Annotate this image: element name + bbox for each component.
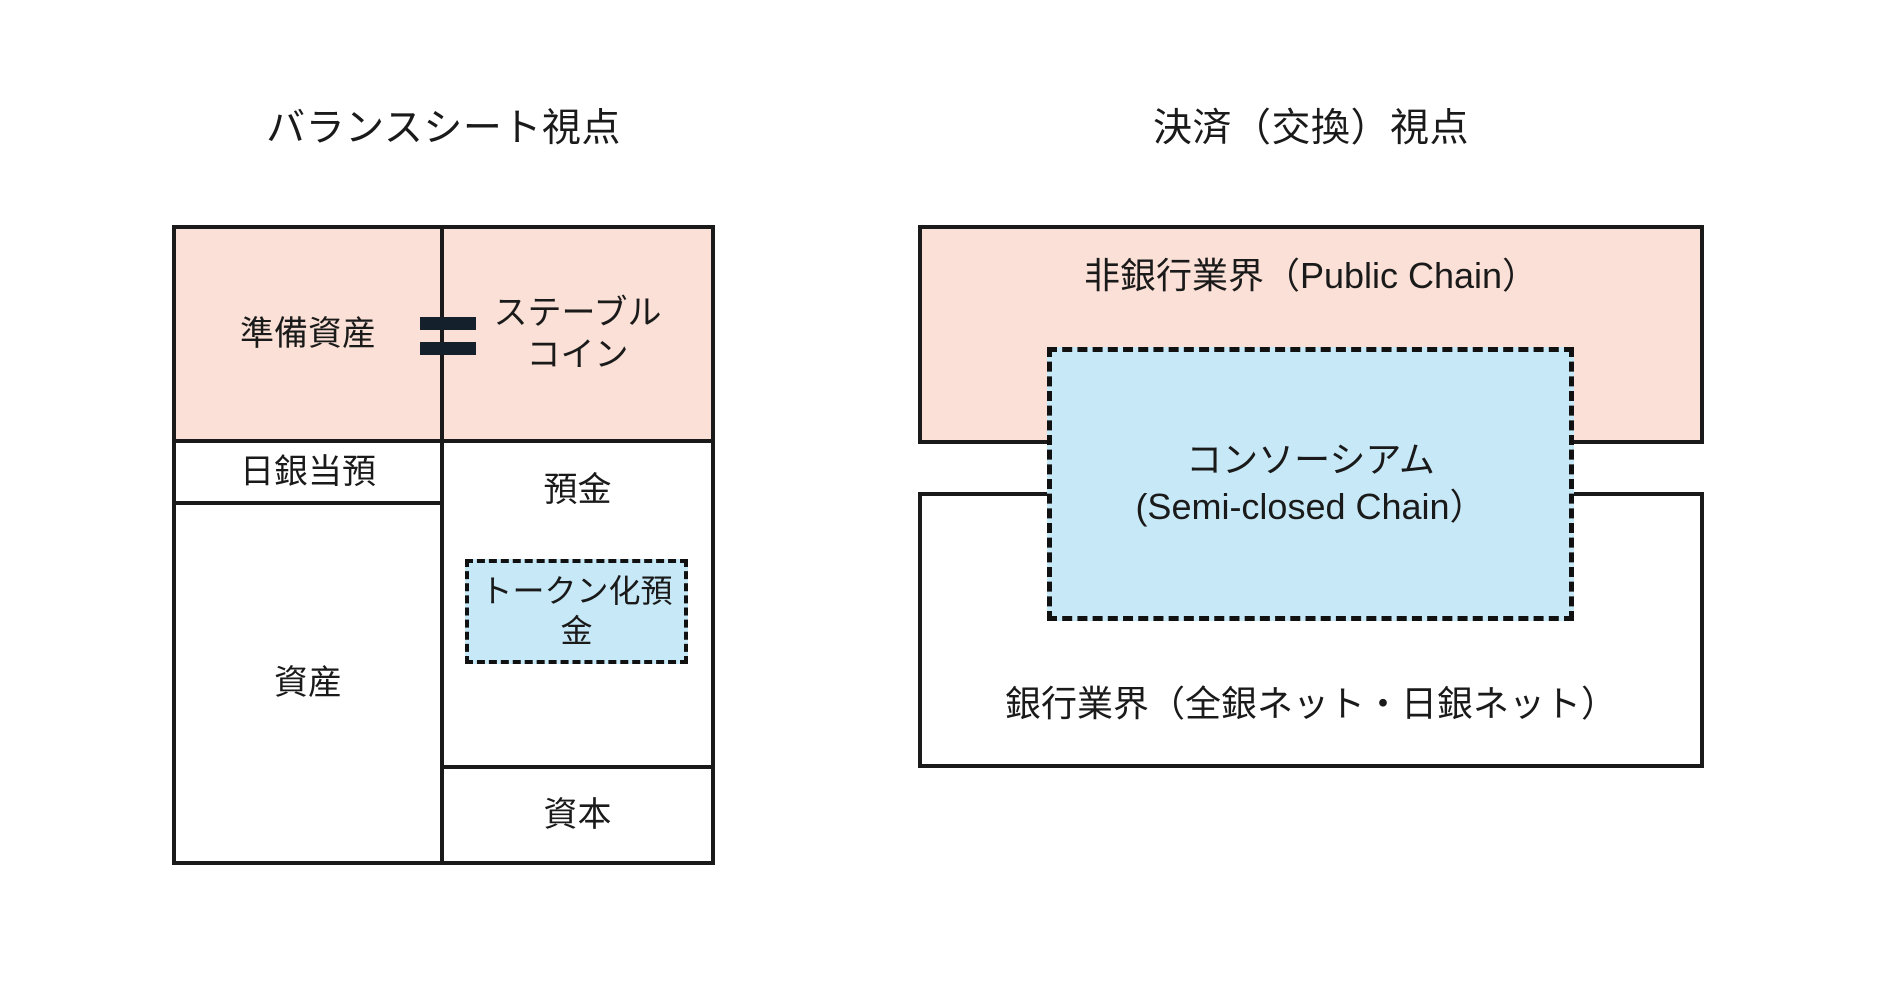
cell-boj-current-deposit-label: 日銀当預 (240, 452, 376, 491)
consortium-label-line2: (Semi-closed Chain） (1135, 486, 1486, 527)
bank-industry-label: 銀行業界（全銀ネット・日銀ネット） (1004, 683, 1617, 724)
cell-capital: 資本 (444, 769, 711, 861)
cell-reserve-assets-label: 準備資産 (240, 314, 376, 353)
cell-stablecoin-label-line2: コイン (526, 336, 629, 374)
nonbank-industry-label: 非銀行業界（Public Chain） (1083, 255, 1539, 296)
balance-sheet-table: 準備資産 ステーブル コイン 日銀当預 資産 預金 資本 トークン化預 金 (172, 225, 715, 865)
cell-assets-label: 資産 (274, 663, 342, 702)
cell-stablecoin-label: ステーブル コイン (494, 292, 662, 377)
equals-sign-icon (420, 317, 476, 355)
cell-stablecoin: ステーブル コイン (444, 229, 711, 443)
tokenized-deposit-label-line1: トークン化預 (480, 573, 673, 610)
cell-assets: 資産 (176, 505, 444, 861)
cell-deposit-label: 預金 (543, 471, 612, 509)
cell-reserve-assets: 準備資産 (176, 229, 444, 443)
equals-sign-bar-bottom (420, 342, 476, 355)
consortium-box: コンソーシアム (Semi-closed Chain） (1047, 347, 1574, 621)
cell-stablecoin-label-line1: ステーブル (493, 293, 662, 332)
consortium-label-line1: コンソーシアム (1186, 439, 1435, 481)
tokenized-deposit-label: トークン化預 金 (480, 572, 672, 650)
right-panel-title: 決済（交換）視点 (1152, 107, 1469, 150)
tokenized-deposit-box: トークン化預 金 (465, 559, 688, 664)
tokenized-deposit-label-line2: 金 (560, 612, 593, 649)
left-panel-title: バランスシート視点 (266, 107, 621, 150)
consortium-label: コンソーシアム (Semi-closed Chain） (1135, 437, 1485, 531)
cell-capital-label: 資本 (543, 795, 612, 834)
equals-sign-bar-top (420, 317, 476, 330)
cell-boj-current-deposit: 日銀当預 (176, 443, 444, 505)
